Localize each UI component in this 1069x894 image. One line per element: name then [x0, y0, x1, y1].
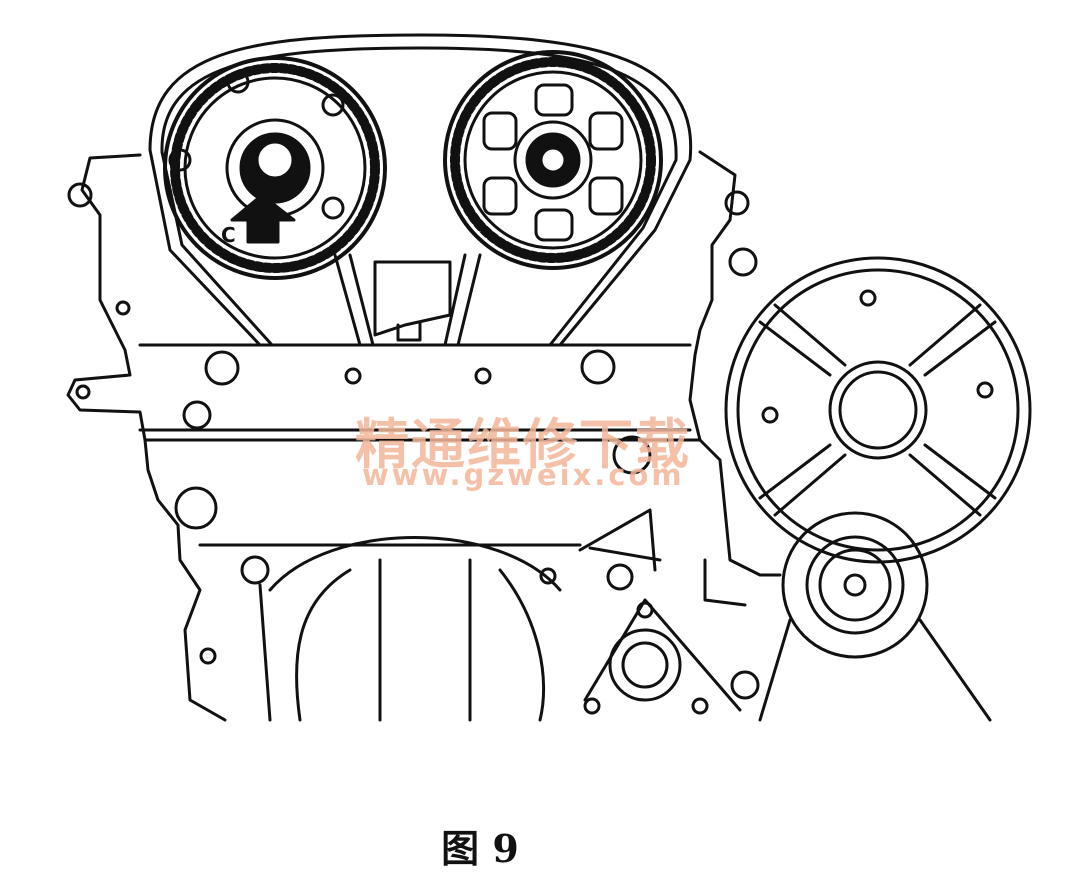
- figure-caption: 图 9: [441, 826, 519, 871]
- water-pump-pulley: [724, 256, 1032, 564]
- front-cover-outline: [66, 150, 782, 722]
- idler-pulley: [758, 511, 992, 722]
- exhaust-cam-pulley: [443, 50, 663, 270]
- engine-timing-diagram: [66, 33, 1032, 722]
- crankshaft-pulley: [268, 536, 562, 722]
- timing-belt: [148, 33, 693, 347]
- timing-mark-arrow: [230, 193, 296, 244]
- lower-tensioner: [583, 598, 742, 715]
- bolt-holes: [67, 182, 760, 700]
- belt-tensioner-bracket: [373, 260, 452, 342]
- timing-mark-label: C: [221, 223, 236, 247]
- intake-cam-pulley: [163, 56, 387, 280]
